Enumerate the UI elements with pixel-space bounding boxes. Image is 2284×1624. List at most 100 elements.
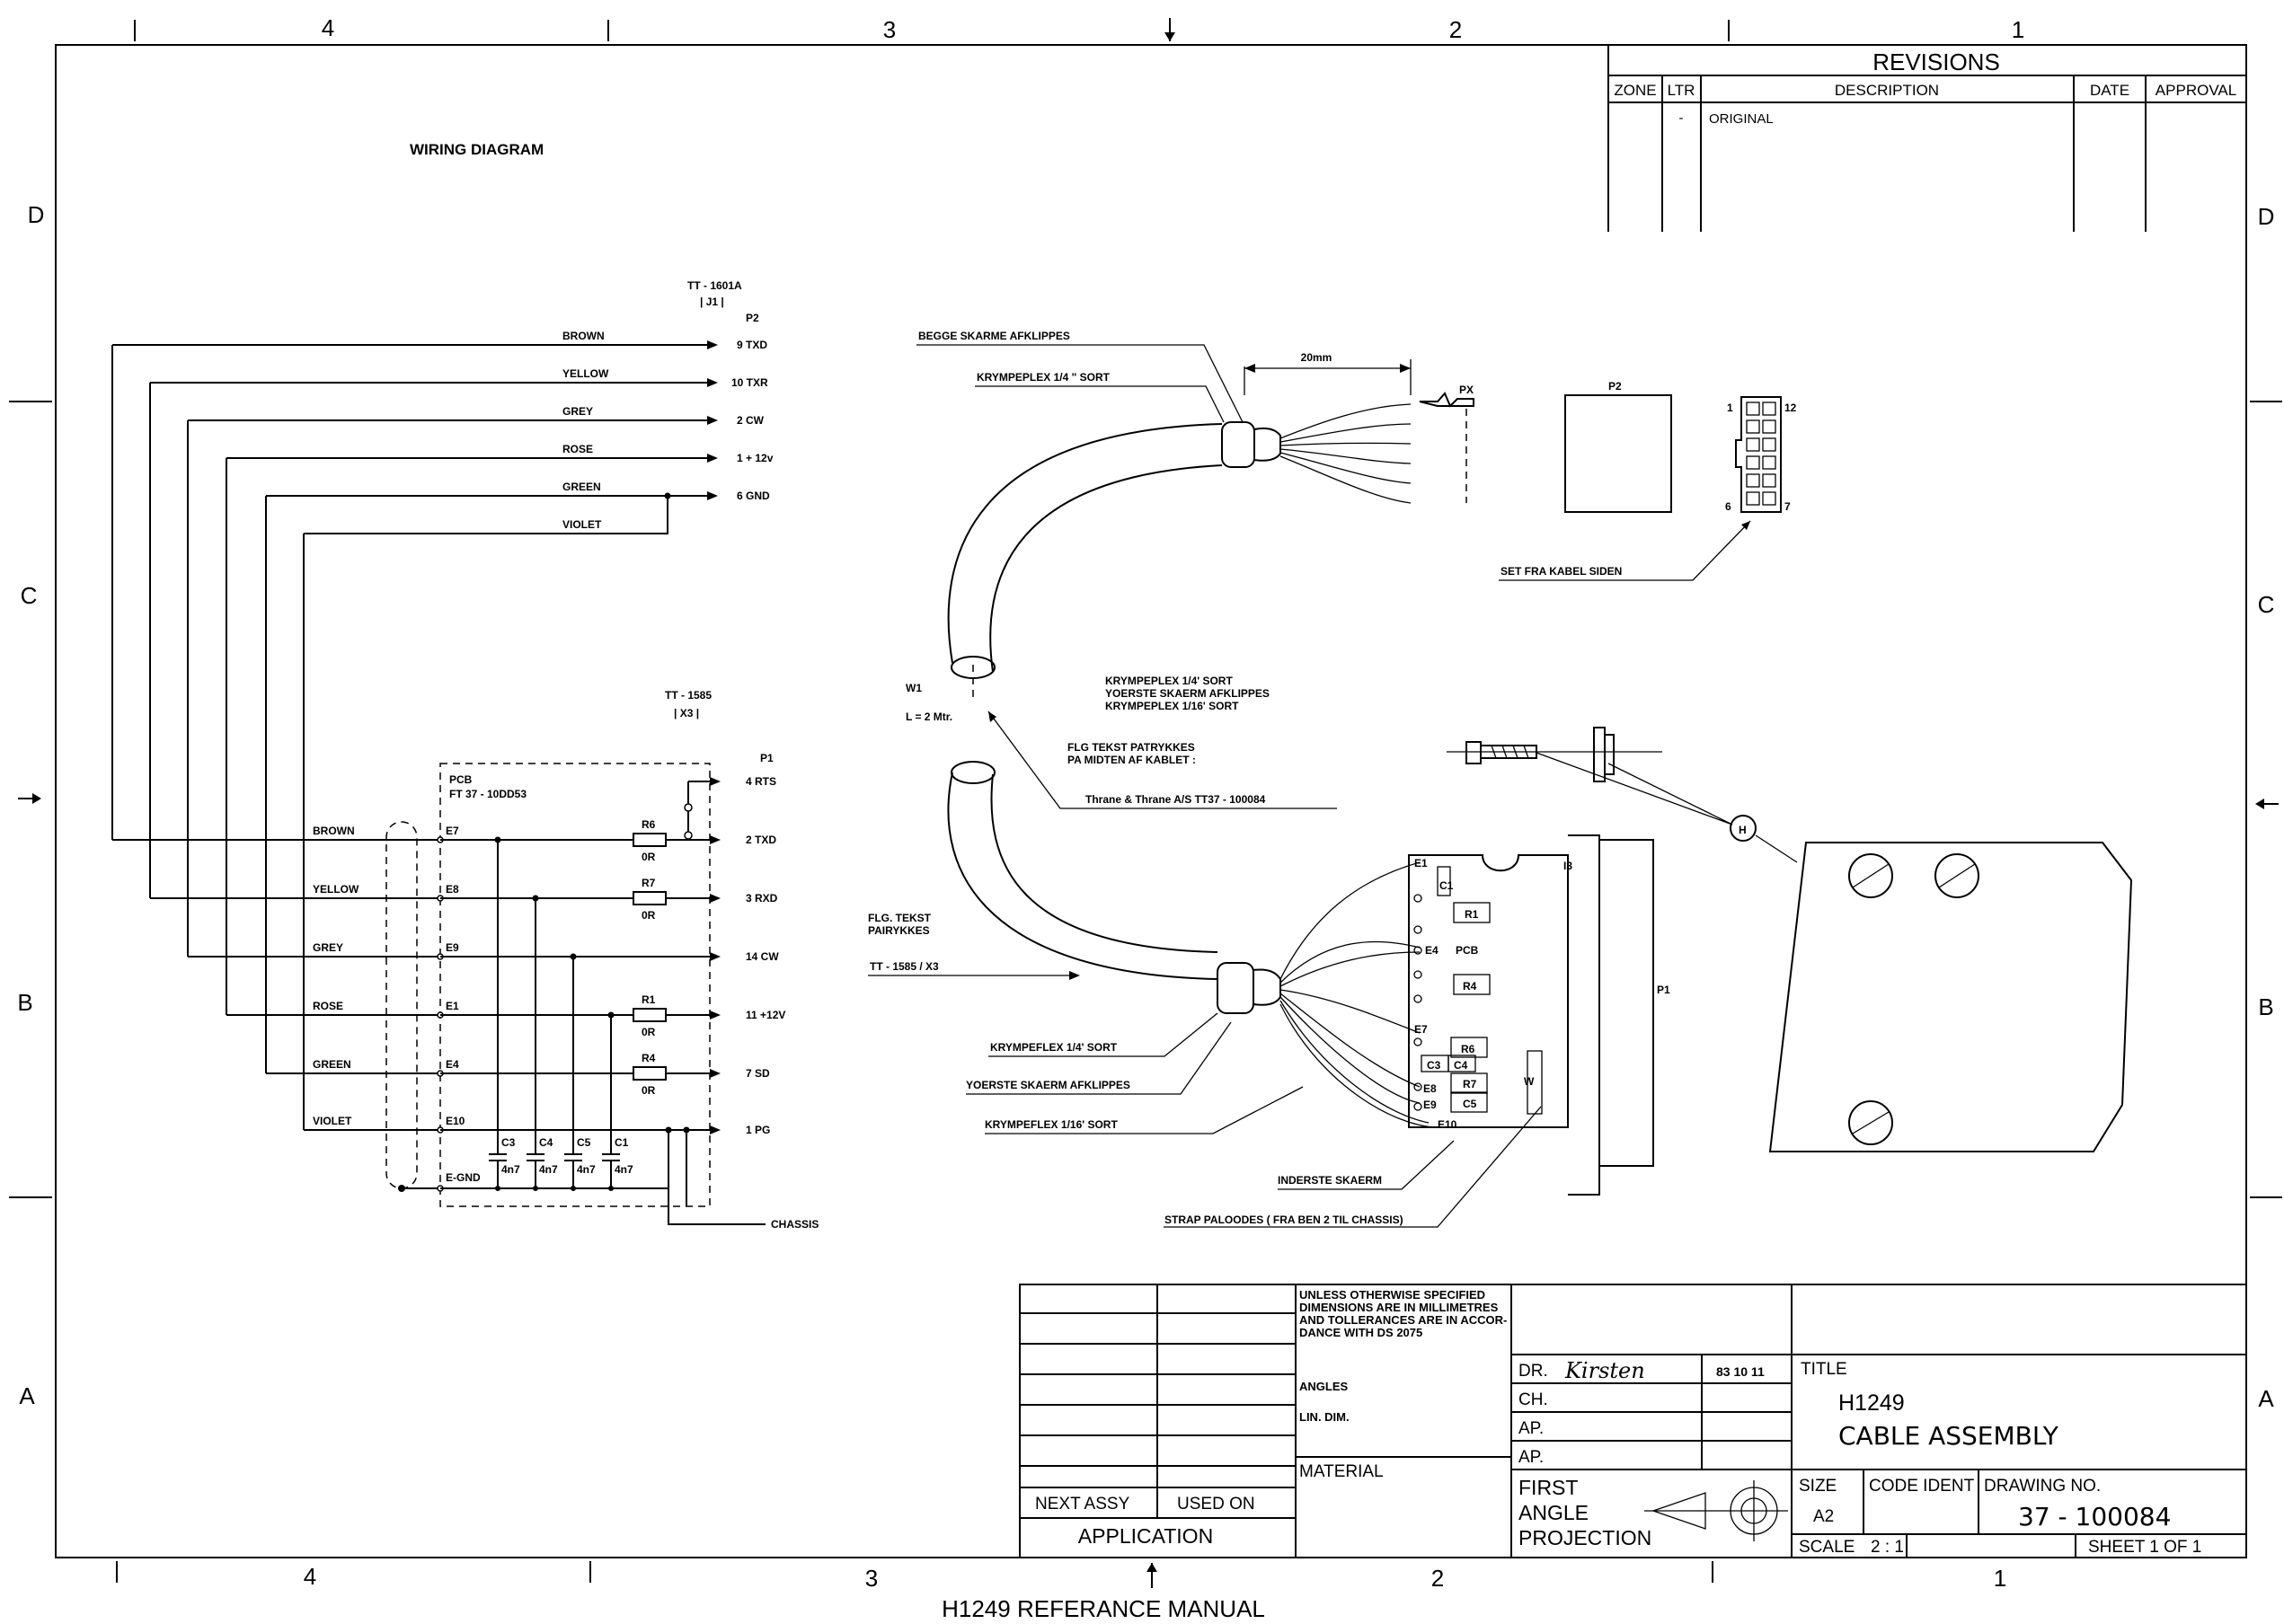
title-line-1: H1249 [1838,1390,1905,1416]
top-wire-violet: VIOLET [562,518,602,531]
top-wire-yellow: YELLOW [562,367,609,380]
zone-bottom-4: 4 [304,1563,316,1590]
note-krymp-block-3: KRYMPEPLEX 1/16' SORT [1105,700,1239,712]
revision-ltr: - [1679,110,1684,126]
bottom-wire-violet: VIOLET [313,1115,352,1127]
bottom-connector-ref: | X3 | [674,707,699,719]
note-inderste: INDERSTE SKAERM [1278,1174,1382,1187]
shrink-sleeve-bottom [1217,962,1254,1014]
projection-symbol [1644,1480,1788,1541]
shrink-sleeve-top [1221,421,1255,468]
p2-label: P2 [1608,380,1622,393]
label-code-ident: CODE IDENT [1869,1477,1975,1496]
bottom-wire-brown: BROWN [313,825,355,837]
note-yoerste: YOERSTE SKAERM AFKLIPPES [966,1079,1130,1091]
pcb-board [1408,854,1569,1128]
note-set-fra: SET FRA KABEL SIDEN [1501,565,1622,578]
callout-h: H [1739,824,1747,836]
note-flg-2: PA MIDTEN AF KABLET : [1067,754,1196,766]
note-krymp-top: KRYMPEPLEX 1/4 " SORT [977,371,1111,384]
pcb-label: PCB [449,773,473,786]
label-scale: SCALE [1799,1538,1855,1557]
note-begge: BEGGE SKARME AFKLIPPES [918,330,1070,342]
zone-top-4: 4 [322,14,334,41]
label-material: MATERIAL [1299,1462,1384,1481]
pcb-e4: E4 [1425,944,1439,957]
top-connector-ref: | J1 | [700,296,724,308]
resistor-r1-value: 0R [642,1026,656,1038]
revisions-col-approval: APPROVAL [2156,82,2236,99]
projection-line-3: PROJECTION [1518,1526,1651,1549]
revisions-col-ltr: LTR [1668,82,1695,99]
title-block: UNLESS OTHERWISE SPECIFIED DIMENSIONS AR… [1019,1284,2247,1558]
resistor-r1-name: R1 [642,993,656,1006]
top-pin-txd: 9 TXD [737,339,767,351]
top-wire-lines [111,340,718,1130]
dr-date: 83 10 11 [1716,1364,1765,1379]
bottom-wire-green: GREEN [313,1058,351,1071]
top-pin-txr: 10 TXR [731,376,768,389]
note-strap: STRAP PALOODES ( FRA BEN 2 TIL CHASSIS) [1164,1214,1403,1226]
note-tt1585: TT - 1585 / X3 [870,960,939,973]
zone-top-3: 3 [883,16,896,43]
connector-p1: P1 [1657,984,1670,996]
pcb-e1: E1 [1414,857,1428,869]
label-application: APPLICATION [1078,1524,1213,1548]
top-pin-cw: 2 CW [737,414,765,427]
terminal-egnd: E-GND [446,1171,481,1184]
terminal-e1: E1 [446,1000,459,1012]
terminal-e7: E7 [446,825,459,837]
cap-c4-value: 4n7 [539,1163,558,1176]
zone-bottom-2: 2 [1431,1565,1444,1592]
zone-right-d: D [2258,203,2275,230]
revisions-table: REVISIONS ZONE LTR DESCRIPTION DATE APPR… [1607,45,2246,232]
resistor-r7-name: R7 [642,877,656,889]
zone-left-c: C [21,582,38,609]
p2-pin-face [1735,396,1782,513]
pcb-e8: E8 [1423,1082,1437,1095]
zone-left-a: A [19,1382,35,1409]
px-label: PX [1459,384,1474,396]
note-flg-pairykkes-1: FLG. TEKST [868,912,932,924]
revisions-col-date: DATE [2090,82,2129,99]
p2-housing [1564,394,1672,513]
zone-left-d: D [28,201,45,228]
cap-c1-value: 4n7 [615,1163,633,1176]
projection-line-2: ANGLE [1518,1501,1589,1524]
notes-line-3: AND TOLLERANCES ARE IN ACCOR- [1299,1313,1507,1327]
note-flg-pairykkes-2: PAIRYKKES [868,924,930,937]
pcb-c1: C1 [1439,879,1454,892]
label-drawing-no: DRAWING NO. [1984,1477,2101,1496]
bottom-wire-grey: GREY [313,941,343,954]
zone-right-b: B [2258,993,2273,1020]
bottom-wire-rose: ROSE [313,1000,343,1012]
resistor-r6-value: 0R [642,851,656,863]
resistor-r4-value: 0R [642,1084,656,1097]
zone-left-b: B [17,989,32,1016]
top-pin-12v: 1 + 12v [737,452,774,464]
label-size: SIZE [1799,1477,1837,1496]
schematic-title: WIRING DIAGRAM [410,141,544,158]
cap-c3-name: C3 [501,1136,516,1149]
label-used-on: USED ON [1177,1495,1255,1514]
value-size: A2 [1813,1507,1834,1526]
bottom-pin-12v: 11 +12V [746,1009,785,1021]
zone-labels: 4 3 2 1 4 3 2 1 D C B A D C B A [17,14,2274,1592]
top-wire-rose: ROSE [562,443,593,455]
capacitor-lines [440,836,766,1225]
top-connector-plug: P2 [746,312,759,324]
pcb-e10: E10 [1438,1118,1457,1131]
resistor-r6-name: R6 [642,818,656,831]
note-thrane: Thrane & Thrane A/S TT37 - 100084 [1085,793,1266,806]
cap-c4-name: C4 [539,1136,553,1149]
top-wire-grey: GREY [562,405,593,418]
dr-signature: Kirsten [1564,1358,1645,1383]
p2-pin-1: 1 [1727,402,1733,414]
note-krymp-block-1: KRYMPEPLEX 1/4' SORT [1105,675,1233,687]
cap-c3-value: 4n7 [501,1163,520,1176]
dim-20mm: 20mm [1301,351,1332,364]
cap-c1-name: C1 [615,1136,629,1149]
notes-line-2: DIMENSIONS ARE IN MILLIMETRES [1299,1301,1499,1314]
cap-c5-name: C5 [577,1136,591,1149]
